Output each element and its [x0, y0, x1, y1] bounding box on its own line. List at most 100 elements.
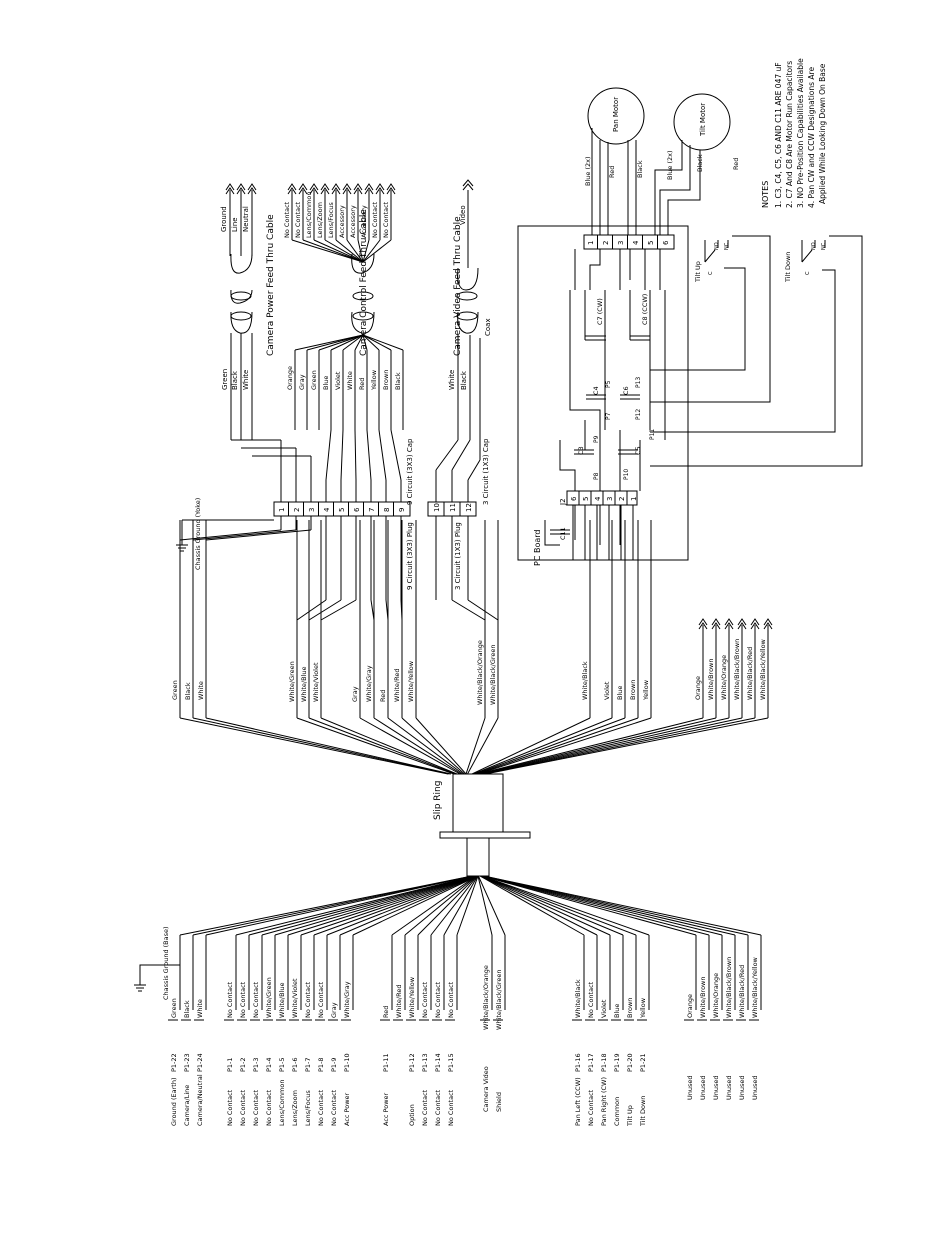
wire-line — [296, 599, 327, 621]
note-line: 3. NO Pre-Position Capabilities Availabl… — [796, 58, 805, 208]
switch-term: NO — [811, 242, 817, 250]
pin-number: 11 — [449, 503, 457, 512]
pin-number: 1 — [278, 508, 286, 512]
slip-ring-shaft — [466, 837, 490, 877]
pin-number: 5 — [647, 241, 655, 245]
control-wire-label: Orange — [286, 366, 294, 390]
wire-line — [300, 875, 477, 936]
point-label: P5 — [605, 380, 612, 388]
control-wire-label: Red — [358, 378, 366, 390]
pin-number: 2 — [293, 508, 301, 512]
video-wire-label: White — [448, 370, 456, 390]
wire-line — [192, 717, 450, 775]
pinout-wire-color: White/Brown — [699, 977, 707, 1019]
cap-label: C8 (CCW) — [641, 294, 649, 325]
pinout-wire-color: Violet — [600, 999, 608, 1018]
wire-line — [261, 875, 475, 936]
wire-arrow-icon — [375, 183, 385, 195]
pinout-wire-color: White/Gray — [343, 981, 351, 1018]
note-line: Applied While Looking Down On Base — [818, 63, 827, 204]
wire-line — [401, 717, 465, 775]
connector-label: 3 Circuit (1X3) Cap — [482, 438, 490, 505]
harness-wire-label: White/Red — [393, 669, 401, 702]
pinout-function: Lens/Common — [278, 1080, 286, 1126]
pinout-function: Unused — [751, 1075, 759, 1100]
pinout-pin: P1-19 — [613, 1053, 621, 1072]
wire-line — [235, 875, 475, 936]
wire-line — [483, 717, 756, 775]
wire-arrow-icon — [698, 618, 708, 630]
wire-line — [179, 717, 449, 775]
pinout-pin: P1-4 — [265, 1057, 273, 1072]
wire-line — [465, 717, 486, 775]
harness-wire-label: Red — [379, 690, 387, 702]
pinout-function: Unused — [712, 1075, 720, 1100]
pin-number: 7 — [368, 508, 376, 512]
chassis-ground-yoke: Chassis Ground (Yoke) — [176, 498, 202, 570]
chassis-label: Chassis Ground (Base) — [162, 926, 170, 1000]
pinout-wire-color: No Contact — [239, 981, 247, 1018]
pinout-function: Option — [408, 1104, 416, 1126]
pc-board-outline — [517, 225, 689, 561]
pinout-wire-color: No Contact — [587, 981, 595, 1018]
wire-line — [430, 875, 478, 936]
wire-line — [325, 429, 332, 481]
wire-line — [482, 875, 710, 936]
wire-line — [467, 599, 499, 621]
wire-line — [417, 875, 478, 936]
note-line: 2. C7 And C8 Are Motor Run Capacitors — [785, 61, 794, 208]
wire-line — [205, 529, 312, 541]
coax-label: Coax — [484, 318, 492, 336]
pinout-pin: P1-7 — [304, 1057, 312, 1072]
control-wire-label: Green — [310, 370, 318, 390]
wire-line — [352, 875, 478, 936]
motor-leads: Blue (2x) Red Black Blue (2x) Black Red — [584, 128, 740, 235]
pinout-wire-color: White/Black/Red — [738, 965, 746, 1018]
harness-wire-label: Yellow — [642, 679, 650, 701]
pinout-function: Tilt Up — [626, 1105, 634, 1127]
pinout-function: Unused — [686, 1075, 694, 1100]
harness-wire-label: White/Violet — [312, 662, 320, 702]
pinout-pin: P1-6 — [291, 1057, 299, 1072]
harness-wire-label: Green — [171, 680, 179, 700]
pinout-pin: P1-10 — [343, 1053, 351, 1072]
pinout-function: Lens/Zoom — [291, 1090, 299, 1126]
wire-line — [357, 239, 364, 263]
harness-wire-label: White/Black/Red — [746, 647, 754, 700]
pinout-function: No Contact — [317, 1089, 325, 1126]
pinout-function: Ground (Earth) — [170, 1078, 178, 1126]
wire-line — [308, 599, 342, 621]
wire-line — [477, 717, 704, 775]
pin-number: 5 — [338, 508, 346, 512]
pinout-pin: P1-24 — [196, 1053, 204, 1072]
pinout-pin: P1-23 — [183, 1053, 191, 1072]
camera-control-cable: Camera Control Feed Thru Cable No Contac… — [283, 183, 404, 502]
capacitor-c3: C3 — [574, 446, 594, 455]
control-wire-label: Gray — [298, 374, 306, 390]
wire-line — [400, 599, 403, 621]
slip-ring-body — [452, 773, 504, 833]
slip-ring-label: Slip Ring — [433, 781, 443, 820]
tilt-wire-label: Blue (2x) — [666, 150, 674, 180]
wire-line — [473, 717, 613, 775]
wire-line — [467, 717, 499, 775]
pinout-wire-color: Blue — [613, 1004, 621, 1018]
j3-connector — [583, 234, 675, 250]
pinout-function: Camera Video — [482, 1066, 490, 1112]
harness-wire-label: Gray — [351, 686, 359, 702]
harness-wire-label: White/Brown — [707, 659, 715, 701]
pinout-function: Common — [613, 1097, 621, 1126]
pinout-function: Tilt Down — [639, 1096, 647, 1127]
pin-number: 8 — [383, 508, 391, 512]
pin-number: 5 — [582, 497, 590, 501]
wire-line — [313, 875, 477, 936]
pinout-function: Acc Power — [382, 1092, 390, 1126]
wire-line — [320, 717, 458, 775]
tilt-up-label: Tilt Up — [694, 261, 702, 283]
cap-label: C5 — [634, 446, 642, 455]
pinout-pin: P1-20 — [626, 1053, 634, 1072]
wire-line — [391, 875, 477, 936]
